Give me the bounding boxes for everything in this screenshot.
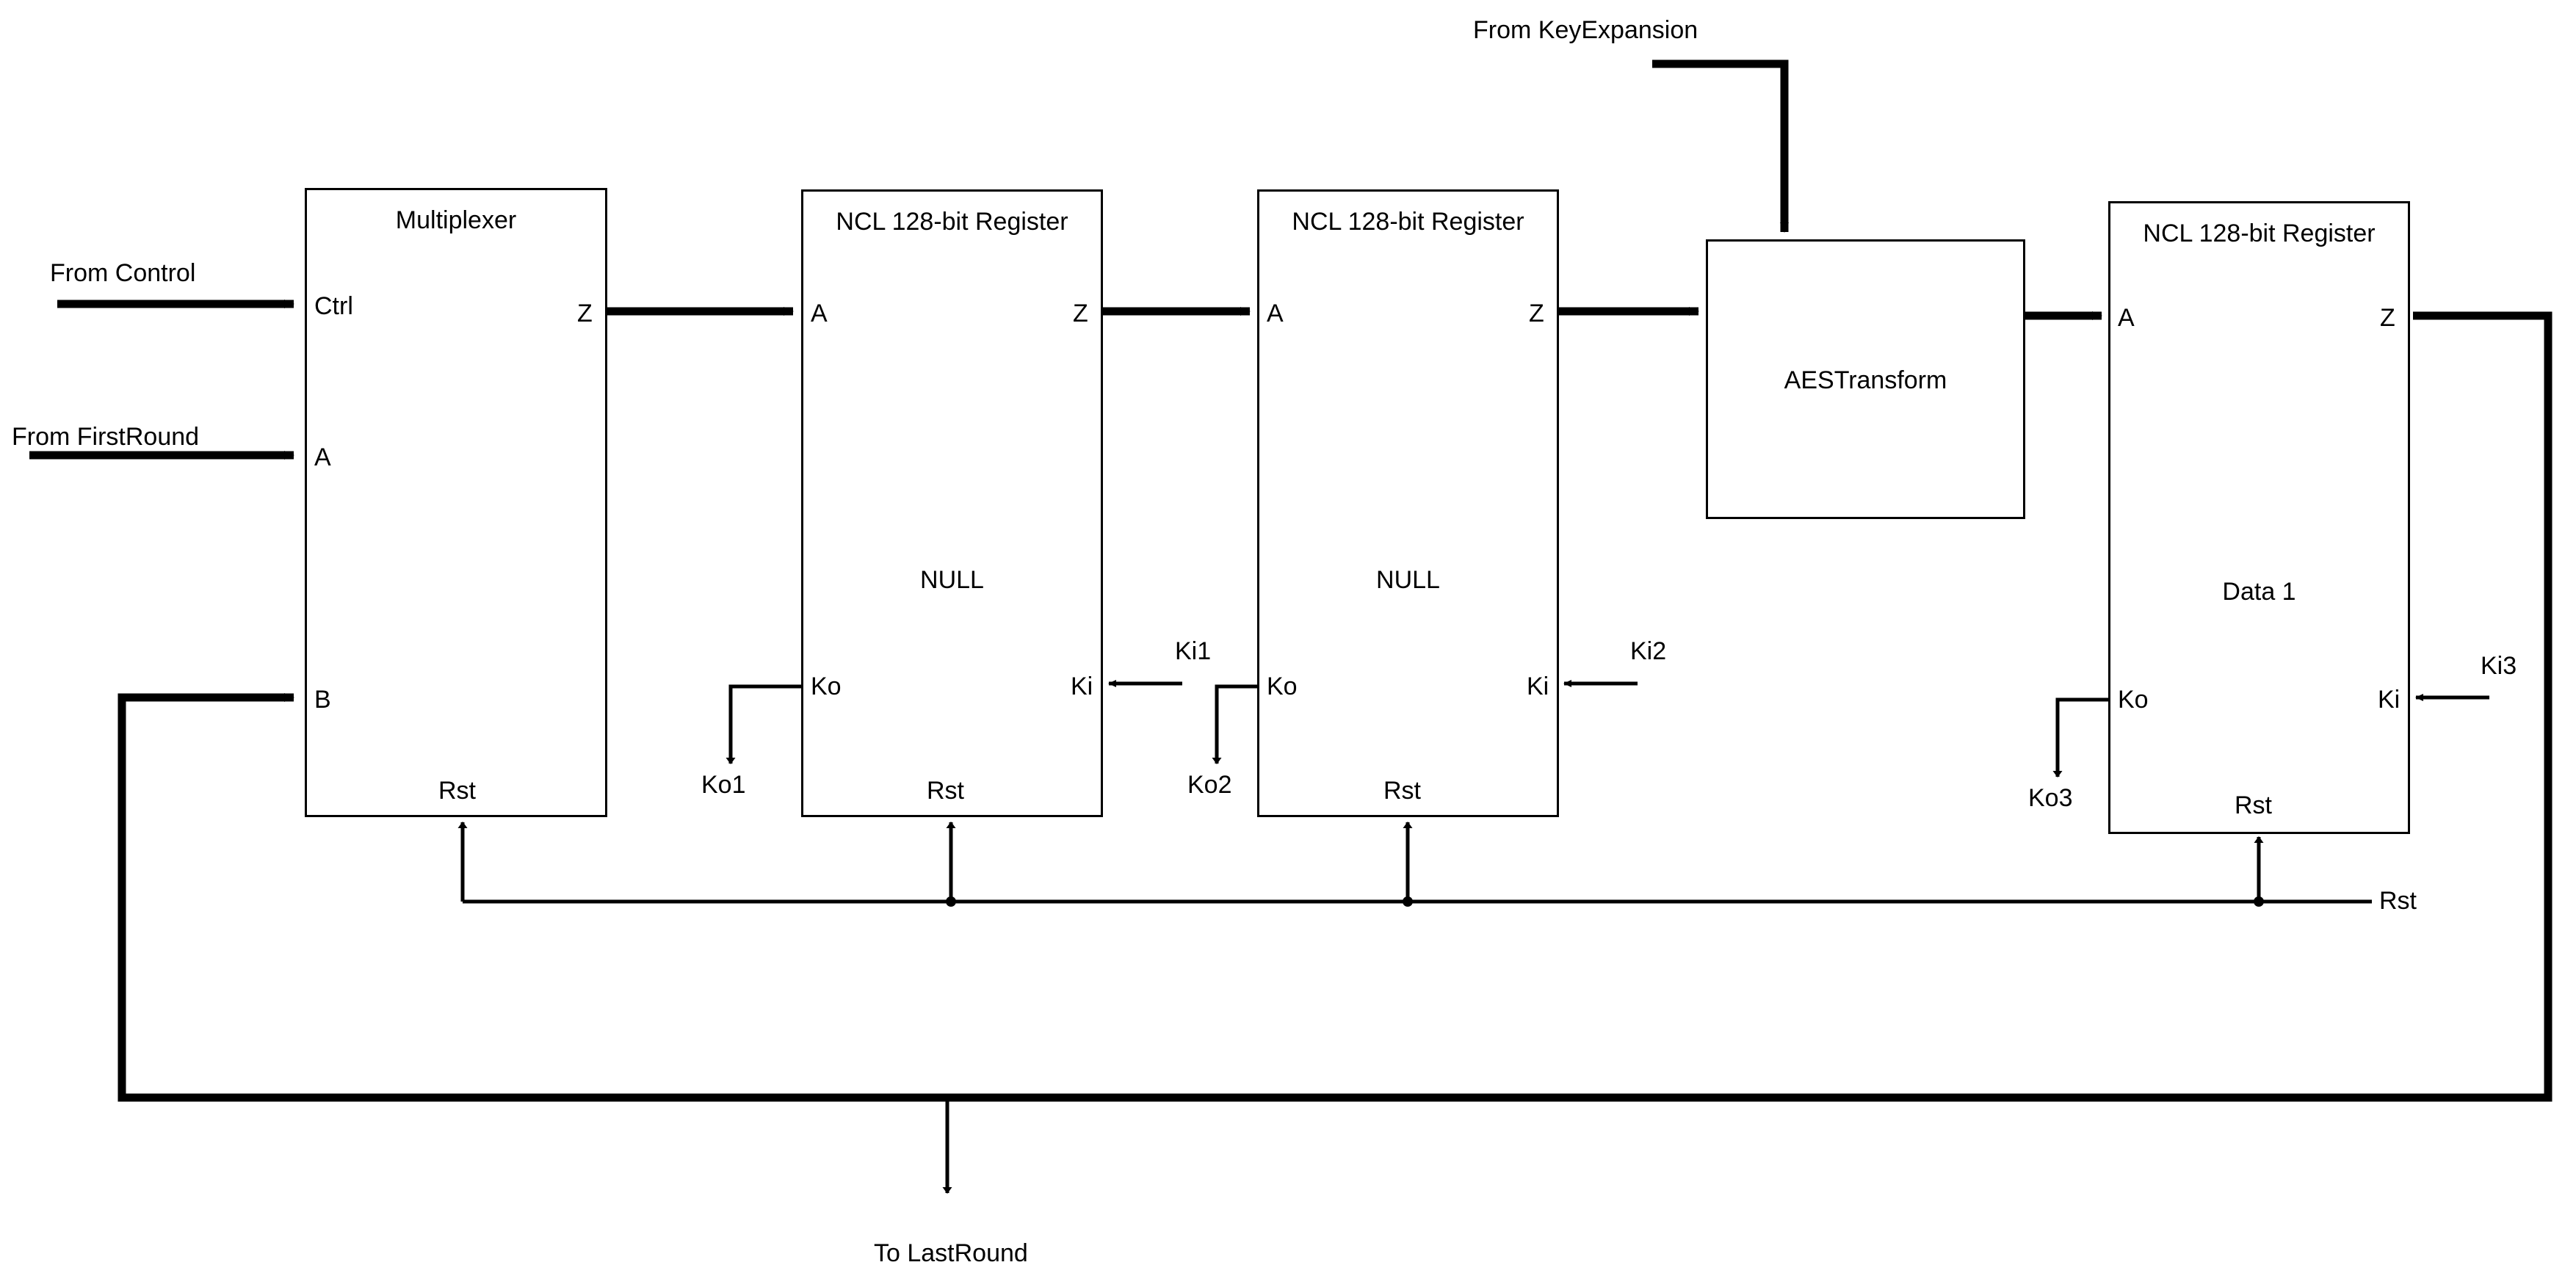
label-ko1: Ko1 bbox=[701, 771, 746, 799]
pin-multiplexer-b: B bbox=[314, 686, 331, 714]
block-register2-state: NULL bbox=[1376, 566, 1440, 594]
block-register3[interactable]: NCL 128-bit Register Data 1 bbox=[2108, 201, 2410, 834]
pin-multiplexer-ctrl: Ctrl bbox=[314, 292, 353, 320]
pin-register3-a: A bbox=[2118, 304, 2135, 332]
block-register2-title: NCL 128-bit Register bbox=[1292, 208, 1524, 236]
block-register1-title: NCL 128-bit Register bbox=[836, 208, 1068, 236]
wire-ko3 bbox=[2052, 697, 2108, 777]
pin-multiplexer-a: A bbox=[314, 443, 331, 471]
block-register2[interactable]: NCL 128-bit Register NULL bbox=[1257, 189, 1559, 817]
label-from-control: From Control bbox=[50, 259, 196, 287]
label-ki1: Ki1 bbox=[1175, 637, 1212, 665]
pin-register3-ko: Ko bbox=[2118, 686, 2149, 714]
block-register3-title: NCL 128-bit Register bbox=[2143, 220, 2376, 247]
label-to-lastround: To LastRound bbox=[874, 1239, 1028, 1267]
label-rst-bus: Rst bbox=[2379, 887, 2417, 915]
label-ko3: Ko3 bbox=[2028, 784, 2073, 812]
block-register1-state: NULL bbox=[920, 566, 984, 594]
pin-register3-ki: Ki bbox=[2378, 686, 2400, 714]
block-aestransform[interactable]: AESTransform bbox=[1706, 239, 2025, 519]
wire-rst-bus bbox=[457, 822, 2372, 907]
block-aestransform-title: AESTransform bbox=[1784, 366, 1947, 394]
pin-register2-ki: Ki bbox=[1527, 673, 1549, 700]
wire-ko1 bbox=[726, 684, 801, 764]
pin-multiplexer-z: Z bbox=[577, 300, 593, 327]
pin-register1-a: A bbox=[811, 300, 828, 327]
pin-register2-z: Z bbox=[1529, 300, 1544, 327]
pin-register2-rst: Rst bbox=[1383, 777, 1421, 805]
label-ko2: Ko2 bbox=[1187, 771, 1232, 799]
wire-feedback-loop bbox=[117, 311, 2553, 1102]
pin-register3-z: Z bbox=[2380, 304, 2395, 332]
label-ki2: Ki2 bbox=[1630, 637, 1667, 665]
block-multiplexer-title: Multiplexer bbox=[395, 206, 517, 234]
wire-from-keyexpansion bbox=[1652, 59, 1789, 233]
pin-register1-ki: Ki bbox=[1071, 673, 1093, 700]
pin-register1-ko: Ko bbox=[811, 673, 842, 700]
block-multiplexer[interactable]: Multiplexer bbox=[305, 188, 607, 817]
pin-register2-a: A bbox=[1267, 300, 1284, 327]
block-register1[interactable]: NCL 128-bit Register NULL bbox=[801, 189, 1103, 817]
pin-register1-rst: Rst bbox=[927, 777, 964, 805]
label-from-keyexpansion: From KeyExpansion bbox=[1473, 16, 1698, 44]
wire-ko2 bbox=[1212, 684, 1257, 764]
pin-register2-ko: Ko bbox=[1267, 673, 1298, 700]
label-ki3: Ki3 bbox=[2481, 652, 2517, 680]
block-register3-state: Data 1 bbox=[2222, 578, 2296, 606]
pin-register3-rst: Rst bbox=[2235, 791, 2272, 819]
pin-register1-z: Z bbox=[1073, 300, 1088, 327]
pin-multiplexer-rst: Rst bbox=[438, 777, 476, 805]
label-from-firstround: From FirstRound bbox=[12, 423, 200, 451]
